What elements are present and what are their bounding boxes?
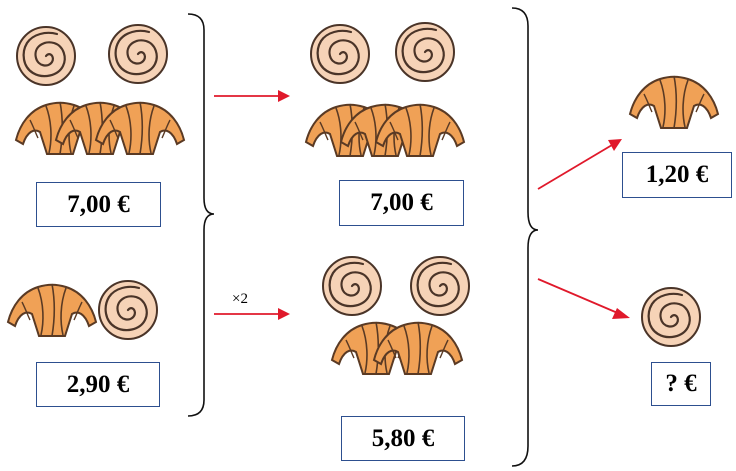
price-box-left-bottom: 2,90 € xyxy=(36,362,160,407)
left-brace xyxy=(187,13,215,417)
cinnamon-roll-icon xyxy=(409,255,471,317)
arrow-times-two xyxy=(214,308,290,320)
cinnamon-roll-icon xyxy=(394,21,456,83)
price-box-right-top: 1,20 € xyxy=(622,152,732,198)
cinnamon-roll-icon xyxy=(97,279,159,341)
arrow-to-croissant xyxy=(537,139,622,190)
group-left-top-pastries xyxy=(15,23,185,155)
cinnamon-roll-icon xyxy=(321,255,383,317)
group-middle-bottom-pastries xyxy=(321,255,471,375)
price-box-middle-top: 7,00 € xyxy=(339,180,464,226)
cinnamon-roll-icon xyxy=(15,25,77,87)
croissant-icon xyxy=(629,75,719,129)
cinnamon-roll-icon xyxy=(107,23,169,85)
cinnamon-roll-icon xyxy=(640,286,702,348)
right-brace xyxy=(511,7,539,467)
multiplier-label: ×2 xyxy=(232,291,248,307)
croissant-icon xyxy=(7,283,97,337)
group-left-bottom-pastries xyxy=(7,279,159,341)
cinnamon-roll-icon xyxy=(309,23,371,85)
price-box-middle-bottom: 5,80 € xyxy=(341,416,465,461)
price-box-right-bottom: ? € xyxy=(651,362,711,406)
arrow-to-roll xyxy=(537,278,630,319)
group-middle-top-pastries xyxy=(305,21,465,157)
price-box-left-top: 7,00 € xyxy=(36,182,161,227)
arrow-top xyxy=(214,90,290,102)
